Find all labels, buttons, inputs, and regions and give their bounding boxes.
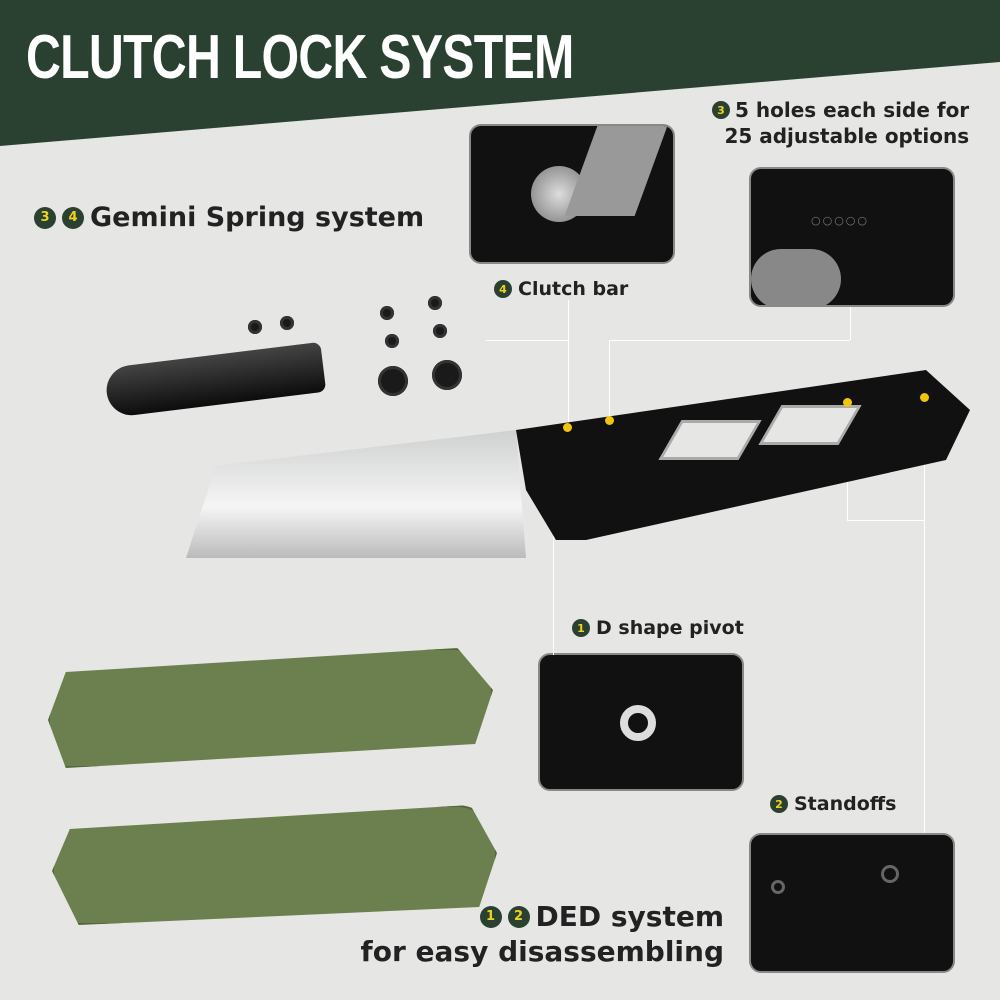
standoffs-label: 2 Standoffs [770, 793, 896, 815]
gemini-spring-label: 3 4 Gemini Spring system [34, 202, 424, 233]
gemini-spring-text: Gemini Spring system [90, 202, 425, 233]
connector-line [847, 520, 925, 521]
marker-dot [843, 398, 852, 407]
holes-line1: 5 holes each side for [735, 98, 970, 122]
handle-scale-top [48, 648, 493, 768]
d-pivot-closeup [538, 653, 744, 791]
connector-line [609, 340, 610, 420]
knife-blade [186, 430, 526, 558]
badge-2: 2 [507, 905, 530, 928]
connector-line [609, 340, 850, 341]
badge-4: 4 [62, 206, 84, 229]
connector-line [486, 340, 569, 341]
connector-line [850, 307, 851, 340]
connector-line [553, 480, 554, 655]
badge-3: 3 [712, 101, 730, 119]
knife-handle [516, 370, 970, 540]
d-pivot-text: D shape pivot [596, 617, 744, 639]
badge-1: 1 [572, 619, 590, 637]
connector-line [924, 400, 925, 833]
ded-line2: for easy disassembling [360, 935, 724, 968]
badge-2: 2 [770, 795, 788, 813]
clutch-bar-text: Clutch bar [518, 278, 629, 300]
holes-line2: 25 adjustable options [724, 124, 970, 148]
standoffs-closeup [749, 833, 955, 973]
spring-holes-closeup: ○○○○○ [749, 167, 955, 307]
ded-line1: DED system [535, 900, 725, 933]
marker-dot [920, 393, 929, 402]
marker-dot [605, 416, 614, 425]
clutch-bar-label: 4 Clutch bar [494, 278, 628, 300]
pocket-clip [103, 341, 327, 419]
badge-4: 4 [494, 280, 512, 298]
holes-label: 3 5 holes each side for 25 adjustable opt… [712, 98, 969, 148]
connector-line [568, 300, 569, 428]
handle-scale-bottom [52, 805, 497, 925]
clutch-bar-closeup [469, 124, 675, 264]
standoffs-text: Standoffs [794, 793, 897, 815]
badge-3: 3 [34, 206, 56, 229]
badge-1: 1 [479, 905, 502, 928]
marker-dot [563, 423, 572, 432]
d-pivot-label: 1 D shape pivot [572, 617, 744, 639]
page-title: CLUTCH LOCK SYSTEM [26, 23, 574, 92]
